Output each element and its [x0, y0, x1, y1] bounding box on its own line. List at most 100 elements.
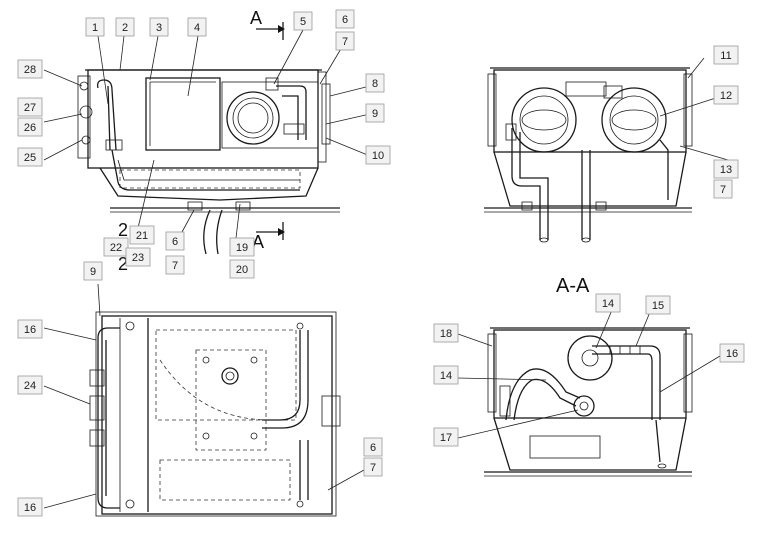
callout-box: [85, 17, 105, 37]
section-a-a-view: [484, 327, 693, 477]
section-view-title: A-A: [556, 275, 590, 297]
callout-box: [125, 247, 151, 267]
callout-number: 15: [652, 300, 664, 312]
callout-box: [363, 437, 383, 457]
callout-box: [365, 145, 391, 165]
callout-number: 21: [136, 230, 148, 242]
callout-box: [17, 375, 43, 395]
callout-box: [335, 9, 355, 29]
callout-c7b: 7: [165, 255, 185, 275]
callout-c24: 24: [17, 375, 43, 395]
callout-number: 7: [172, 260, 178, 272]
callout-c5: 5: [293, 11, 313, 31]
callout-c19: 19: [229, 237, 255, 257]
callout-c20: 20: [229, 259, 255, 279]
callout-box: [149, 17, 169, 37]
callout-box: [713, 85, 739, 105]
callout-box: [17, 319, 43, 339]
callout-number: 14: [440, 370, 452, 382]
callout-c22: 22: [103, 237, 129, 257]
callout-box: [365, 103, 385, 123]
callout-number: 3: [156, 22, 162, 34]
callout-number: 16: [24, 502, 36, 514]
callout-box: [229, 259, 255, 279]
plan-view: [89, 311, 341, 517]
callout-box: [83, 261, 103, 281]
callout-c7c: 7: [713, 179, 733, 199]
callout-number: 22: [110, 242, 122, 254]
callout-c6a: 6: [335, 9, 355, 29]
callout-c9b: 9: [83, 261, 103, 281]
callout-number: 7: [720, 184, 726, 196]
callout-number: 16: [726, 348, 738, 360]
callout-c14a: 14: [595, 293, 621, 313]
callout-c27: 27: [17, 97, 43, 117]
callout-box: [17, 97, 43, 117]
callout-c14b: 14: [433, 365, 459, 385]
callout-number: 8: [372, 78, 378, 90]
callout-c16c: 16: [719, 343, 745, 363]
callout-c21: 21: [129, 225, 155, 245]
callout-number: 27: [24, 102, 36, 114]
callout-number: 9: [90, 266, 96, 278]
callout-number: 5: [300, 16, 306, 28]
callout-c7d: 7: [363, 457, 383, 477]
callout-box: [187, 17, 207, 37]
side-view: [484, 67, 693, 243]
callout-box: [165, 255, 185, 275]
callout-box: [363, 457, 383, 477]
callout-c2: 2: [115, 17, 135, 37]
overlap-label-b: 2: [118, 254, 128, 274]
callout-c6b: 6: [165, 231, 185, 251]
callout-number: 1: [92, 22, 98, 34]
callout-c7a: 7: [335, 31, 355, 51]
callout-c23: 23: [125, 247, 151, 267]
callout-number: 12: [720, 90, 732, 102]
callout-number: 9: [372, 108, 378, 120]
callout-box: [165, 231, 185, 251]
callout-box: [433, 365, 459, 385]
callout-number: 25: [24, 152, 36, 164]
callout-number: 4: [194, 22, 200, 34]
callout-box: [335, 31, 355, 51]
callout-box: [713, 179, 733, 199]
callout-box: [115, 17, 135, 37]
callout-box: [129, 225, 155, 245]
callout-box: [17, 497, 43, 517]
callout-c26: 26: [17, 117, 43, 137]
callout-number: 16: [24, 324, 36, 336]
callout-c8: 8: [365, 73, 385, 93]
callout-box: [713, 45, 739, 65]
leader-lines: [43, 29, 729, 509]
callout-box: [17, 147, 43, 167]
callout-number: 7: [370, 462, 376, 474]
callout-number: 11: [720, 50, 731, 62]
callout-c4: 4: [187, 17, 207, 37]
callout-c13: 13: [713, 159, 739, 179]
callout-c9a: 9: [365, 103, 385, 123]
callout-c6c: 6: [363, 437, 383, 457]
callout-c3: 3: [149, 17, 169, 37]
callout-box: [365, 73, 385, 93]
callout-number: 7: [342, 36, 348, 48]
section-marker-a-bottom: A: [252, 232, 264, 252]
callout-box: [229, 237, 255, 257]
callout-number: 10: [372, 150, 384, 162]
callout-box: [103, 237, 129, 257]
callout-box: [433, 427, 459, 447]
front-elevation-view: [77, 22, 340, 255]
callout-c16a: 16: [17, 319, 43, 339]
callout-number: 14: [602, 298, 614, 310]
callout-box: [17, 117, 43, 137]
callout-number: 20: [236, 264, 248, 276]
section-marker-a-top: A: [250, 8, 262, 28]
callout-number: 13: [720, 164, 732, 176]
callout-number: 23: [132, 252, 144, 264]
callout-box: [595, 293, 621, 313]
callout-box: [719, 343, 745, 363]
callout-c12: 12: [713, 85, 739, 105]
callout-number: 26: [24, 122, 36, 134]
callout-c17: 17: [433, 427, 459, 447]
